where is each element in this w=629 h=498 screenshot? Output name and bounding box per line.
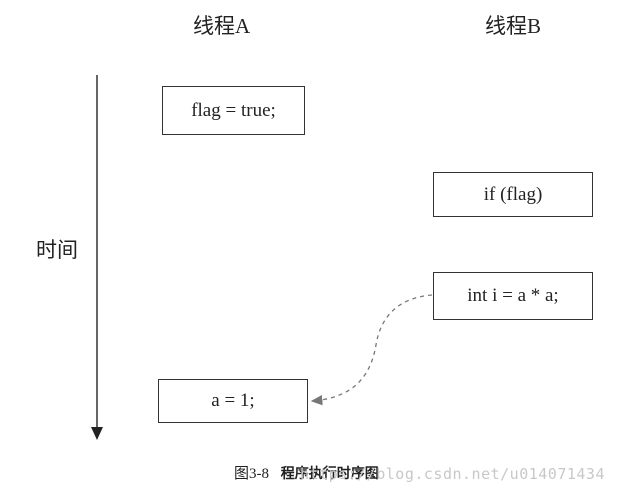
thread-b-header: 线程B [485, 14, 542, 38]
box-a-eq-1: a = 1; [158, 379, 308, 423]
figure-title: 程序执行时序图 [280, 466, 379, 482]
box-if-flag-text: if (flag) [483, 183, 543, 205]
box-flag-true-text: flag = true; [191, 99, 276, 121]
box-int-i: int i = a * a; [433, 272, 593, 320]
figure-number: 图3-8 [234, 466, 269, 482]
watermark: https://blog.csdn.net/u014071434 [300, 465, 605, 483]
box-if-flag: if (flag) [433, 172, 593, 217]
time-axis-label: 时间 [36, 238, 78, 262]
box-flag-true: flag = true; [162, 86, 305, 135]
thread-a-header: 线程A [193, 14, 251, 38]
box-int-i-text: int i = a * a; [467, 285, 559, 306]
figure-caption: 图3-8 程序执行时序图 [234, 462, 379, 483]
reorder-dashed-arrow [310, 294, 433, 406]
time-axis-arrowhead [91, 427, 103, 440]
box-a-eq-1-text: a = 1; [211, 390, 255, 411]
